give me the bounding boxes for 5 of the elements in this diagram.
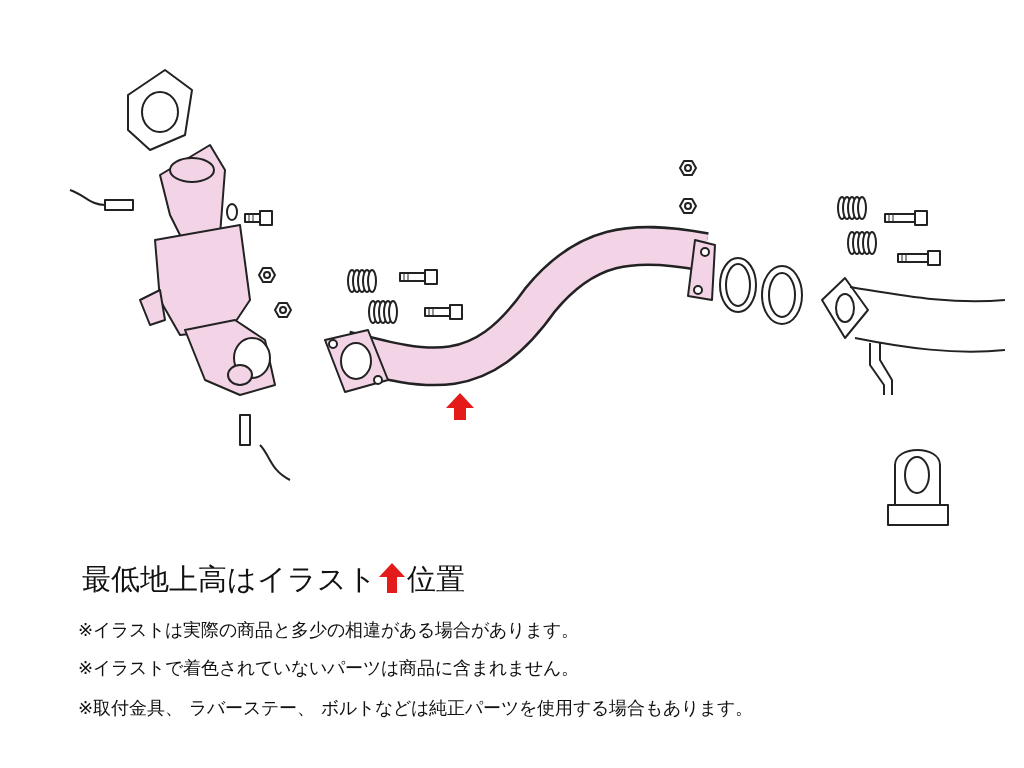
note-text: ※取付金具、 ラバーステー、 ボルトなどは純正パーツを使用する場合もあります。 — [78, 696, 753, 720]
heading-text: 最低地上高はイラスト — [82, 561, 377, 598]
note-text: ※イラストで着色されていないパーツは商品に含まれません。 — [78, 656, 580, 680]
note-text: ※イラストは実際の商品と多少の相違がある場合があります。 — [78, 618, 580, 642]
heading-text: 位置 — [407, 561, 465, 598]
